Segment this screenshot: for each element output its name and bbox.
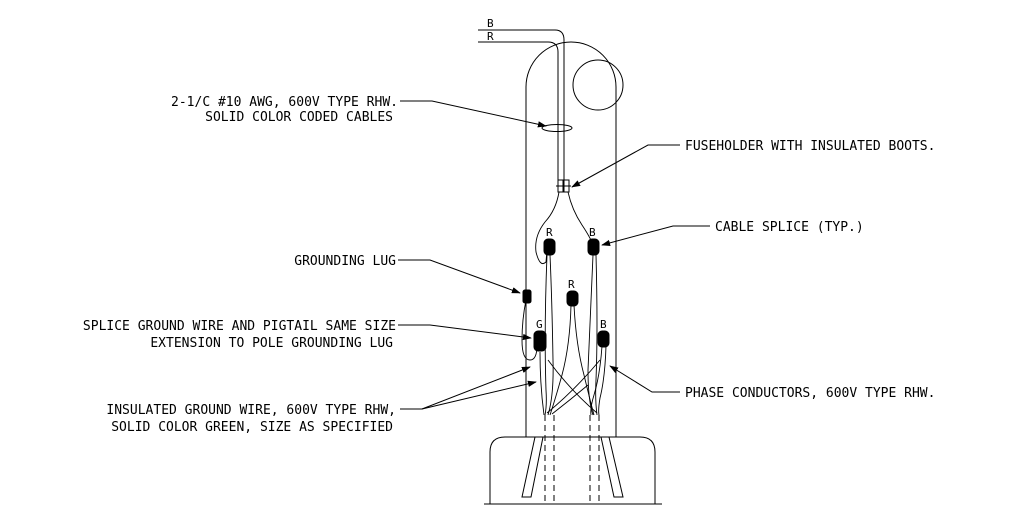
callout-splice-ground-line1: SPLICE GROUND WIRE AND PIGTAIL SAME SIZE xyxy=(83,319,396,334)
splice-middle xyxy=(566,290,579,307)
callout-insulated-ground-line2: SOLID COLOR GREEN, SIZE AS SPECIFIED xyxy=(111,420,393,435)
splice-label-middle: R xyxy=(568,278,575,291)
grounding-lug xyxy=(522,289,532,304)
label-top-r: R xyxy=(487,30,494,43)
callout-cable-splice: CABLE SPLICE (TYP.) xyxy=(715,220,864,235)
splice-lower-right xyxy=(597,330,610,348)
callout-fuseholder: FUSEHOLDER WITH INSULATED BOOTS. xyxy=(685,139,935,154)
internal-wiring xyxy=(521,191,607,416)
callout-phase-conductors: PHASE CONDUCTORS, 600V TYPE RHW. xyxy=(685,386,935,401)
splice-ground xyxy=(533,330,547,352)
splice-upper-right xyxy=(587,238,600,256)
conduit-lines xyxy=(544,415,600,504)
callout-text: 2-1/C #10 AWG, 600V TYPE RHW. SOLID COLO… xyxy=(83,95,936,435)
callout-grounding-lug: GROUNDING LUG xyxy=(294,254,396,269)
callout-cables-line1: 2-1/C #10 AWG, 600V TYPE RHW. xyxy=(171,95,398,110)
splice-label-upper-left: R xyxy=(546,226,553,239)
splices: R B R G B xyxy=(522,226,610,352)
label-top-b: B xyxy=(487,17,494,30)
fuseholder xyxy=(556,179,571,193)
incoming-cables: B R xyxy=(478,17,573,180)
callout-splice-ground-line2: EXTENSION TO POLE GROUNDING LUG xyxy=(150,336,393,351)
pole xyxy=(525,41,624,437)
pole-arm-circle xyxy=(572,59,624,111)
splice-upper-left xyxy=(543,238,556,256)
callout-cables-line2: SOLID COLOR CODED CABLES xyxy=(205,110,393,125)
pole-base xyxy=(484,436,662,505)
splice-label-ground: G xyxy=(536,318,543,331)
splice-label-upper-right: B xyxy=(589,226,596,239)
callout-leaders xyxy=(398,100,710,410)
callout-insulated-ground-line1: INSULATED GROUND WIRE, 600V TYPE RHW, xyxy=(106,403,396,418)
cable-bundle-marker xyxy=(541,124,573,132)
splice-label-lower-right: B xyxy=(600,318,607,331)
